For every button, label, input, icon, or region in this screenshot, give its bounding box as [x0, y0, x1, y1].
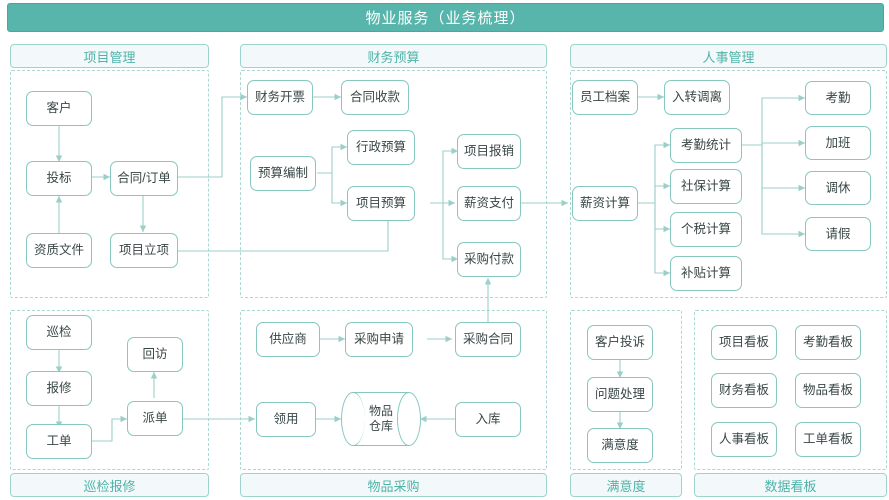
panel-data-board: [694, 310, 887, 470]
node-project-reimbursement[interactable]: 项目报销: [457, 134, 521, 169]
cylinder-left-cap: [341, 392, 365, 446]
node-attendance[interactable]: 考勤: [805, 81, 871, 115]
panel-project-management: [10, 70, 209, 298]
node-dispatch[interactable]: 派单: [127, 401, 183, 436]
node-satisfaction[interactable]: 满意度: [587, 428, 653, 463]
node-purchase-payment[interactable]: 采购付款: [457, 242, 521, 277]
goods-warehouse-line1: 物品: [368, 404, 393, 418]
node-qualification-file[interactable]: 资质文件: [26, 233, 92, 268]
node-stock-in[interactable]: 入库: [455, 402, 521, 437]
goods-warehouse-label: 物品 仓库: [341, 392, 421, 446]
node-work-order[interactable]: 工单: [26, 424, 92, 459]
page-title: 物业服务（业务梳理）: [7, 3, 884, 32]
group-label-data-board: 数据看板: [694, 473, 887, 497]
node-time-off[interactable]: 调休: [805, 171, 871, 205]
node-supplier[interactable]: 供应商: [256, 322, 320, 357]
node-requisition[interactable]: 领用: [256, 402, 316, 437]
node-inspection[interactable]: 巡检: [26, 315, 92, 350]
node-attendance-statistics[interactable]: 考勤统计: [670, 128, 742, 163]
group-label-inspection-repair: 巡检报修: [10, 473, 209, 497]
node-contract-receipt[interactable]: 合同收款: [341, 80, 409, 115]
node-revisit[interactable]: 回访: [127, 337, 183, 372]
node-income-tax-calc[interactable]: 个税计算: [670, 212, 742, 247]
node-board-workorder[interactable]: 工单看板: [795, 422, 861, 457]
node-finance-invoice[interactable]: 财务开票: [247, 80, 313, 115]
node-admin-budget[interactable]: 行政预算: [347, 130, 415, 165]
group-label-satisfaction: 满意度: [570, 473, 682, 497]
node-salary-payment[interactable]: 薪资支付: [457, 186, 521, 221]
node-board-project[interactable]: 项目看板: [711, 325, 777, 360]
node-salary-calculation[interactable]: 薪资计算: [572, 186, 638, 221]
goods-warehouse-line2: 仓库: [368, 419, 393, 433]
group-label-finance-budget: 财务预算: [240, 44, 547, 68]
cylinder-right-cap: [397, 392, 421, 446]
node-board-attendance[interactable]: 考勤看板: [795, 325, 861, 360]
node-board-finance[interactable]: 财务看板: [711, 373, 777, 408]
node-project-setup[interactable]: 项目立项: [110, 233, 178, 268]
node-employee-file[interactable]: 员工档案: [572, 80, 638, 115]
node-issue-handling[interactable]: 问题处理: [587, 377, 653, 412]
node-board-hr[interactable]: 人事看板: [711, 422, 777, 457]
node-customer-complaint[interactable]: 客户投诉: [587, 325, 653, 360]
node-project-budget[interactable]: 项目预算: [347, 186, 415, 221]
node-purchase-contract[interactable]: 采购合同: [455, 322, 521, 357]
panel-finance-budget: [240, 70, 547, 298]
group-label-hr-management: 人事管理: [570, 44, 887, 68]
panel-inspection-repair: [10, 310, 209, 470]
group-label-goods-purchase: 物品采购: [240, 473, 547, 497]
node-purchase-application[interactable]: 采购申请: [345, 322, 413, 357]
node-budget-preparation[interactable]: 预算编制: [250, 156, 316, 191]
panel-satisfaction: [570, 310, 682, 470]
panel-hr-management: [570, 70, 887, 298]
node-contract-order[interactable]: 合同/订单: [110, 161, 178, 196]
node-subsidy-calc[interactable]: 补贴计算: [670, 256, 742, 291]
node-customer[interactable]: 客户: [26, 91, 92, 126]
node-board-goods[interactable]: 物品看板: [795, 373, 861, 408]
node-entry-transfer-leave[interactable]: 入转调离: [664, 80, 730, 115]
panel-goods-purchase: [240, 310, 547, 470]
group-label-project-management: 项目管理: [10, 44, 209, 68]
node-goods-warehouse[interactable]: 物品 仓库: [341, 392, 421, 446]
node-repair-report[interactable]: 报修: [26, 371, 92, 406]
node-overtime[interactable]: 加班: [805, 126, 871, 160]
node-bidding[interactable]: 投标: [26, 161, 92, 196]
node-leave[interactable]: 请假: [805, 217, 871, 251]
node-social-insurance-calc[interactable]: 社保计算: [670, 169, 742, 204]
